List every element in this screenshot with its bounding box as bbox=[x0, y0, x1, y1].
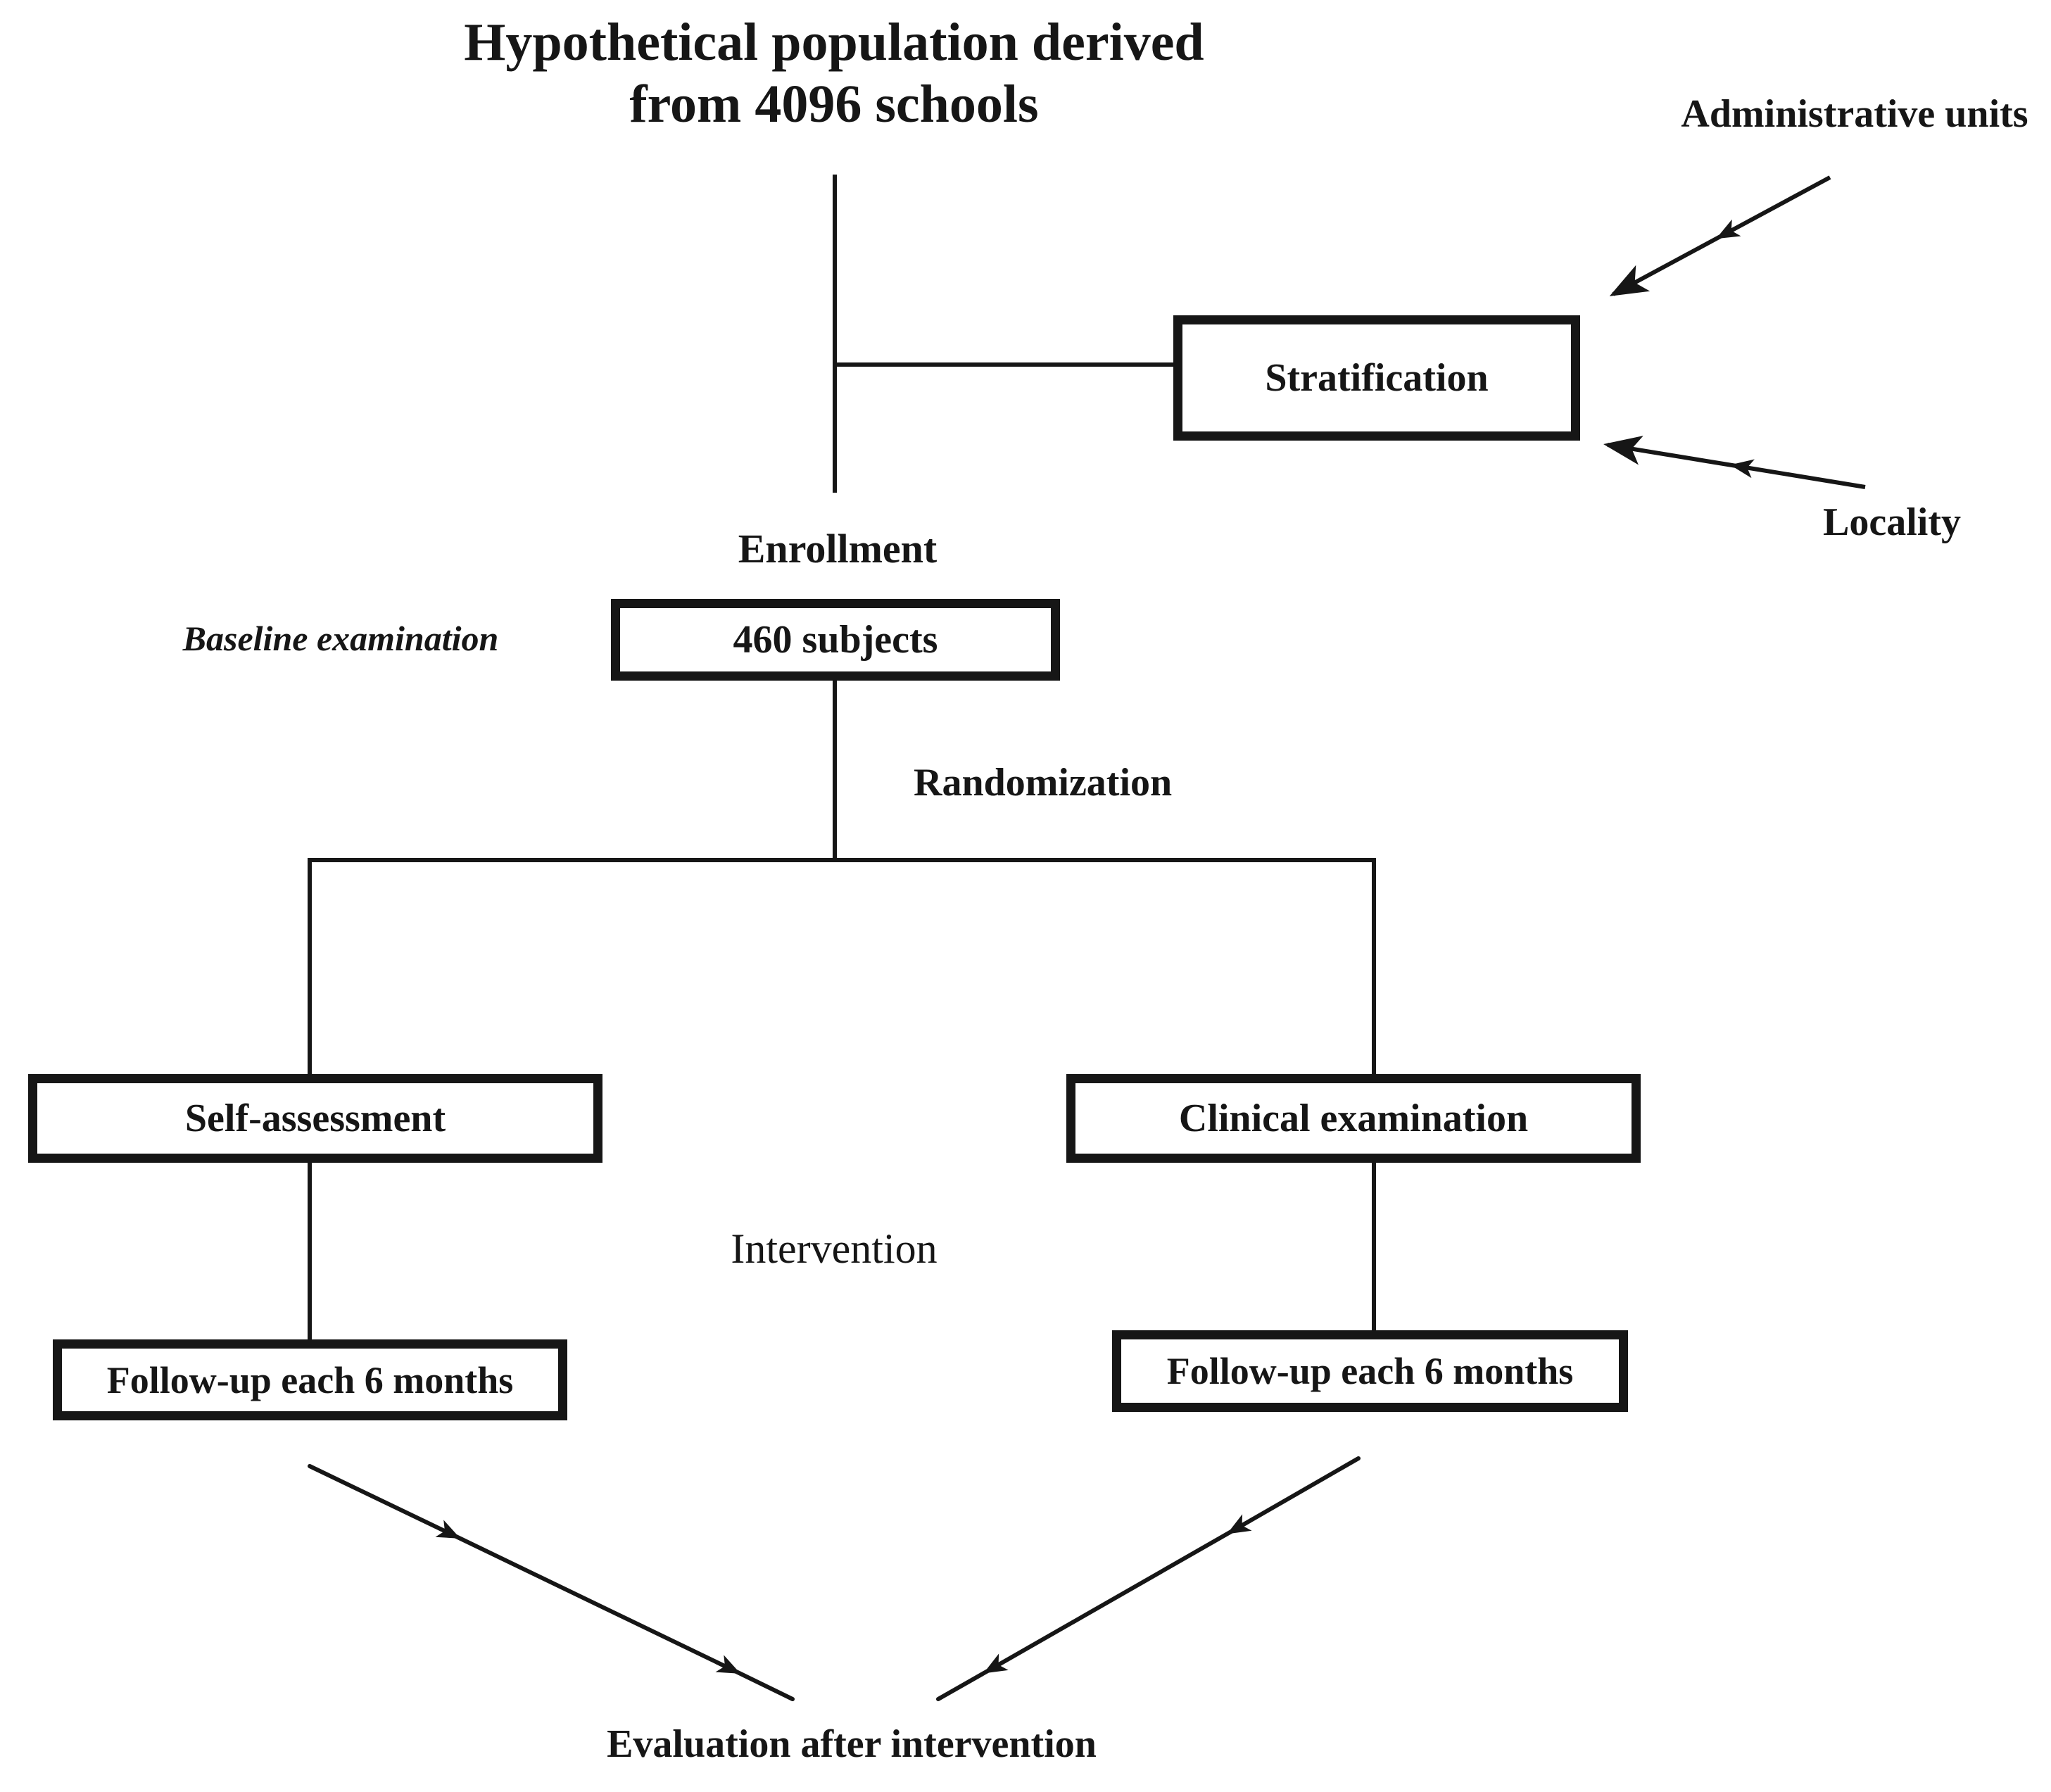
box-460-subjects: 460 subjects bbox=[611, 599, 1060, 681]
connector-randomization-split bbox=[308, 858, 1376, 1077]
box-clinical-examination-label: Clinical examination bbox=[1178, 1097, 1529, 1140]
box-followup-left: Follow-up each 6 months bbox=[53, 1339, 567, 1420]
diagram-title-line1: Hypothetical population derived bbox=[464, 13, 1204, 72]
diagram-title-line2: from 4096 schools bbox=[629, 75, 1039, 134]
label-intervention: Intervention bbox=[731, 1225, 938, 1272]
box-stratification: Stratification bbox=[1173, 315, 1580, 441]
label-baseline-examination: Baseline examination bbox=[182, 619, 499, 658]
box-self-assessment-label: Self-assessment bbox=[184, 1097, 446, 1140]
arrow-administrative-units-to-stratification bbox=[1609, 175, 1831, 296]
label-randomization: Randomization bbox=[914, 761, 1173, 804]
label-administrative-units: Administrative units bbox=[1681, 92, 2028, 136]
box-followup-right-label: Follow-up each 6 months bbox=[1166, 1350, 1574, 1392]
label-enrollment: Enrollment bbox=[738, 526, 938, 572]
label-locality: Locality bbox=[1823, 500, 1961, 544]
box-460-subjects-label: 460 subjects bbox=[733, 618, 938, 662]
box-self-assessment: Self-assessment bbox=[28, 1074, 602, 1163]
box-followup-left-label: Follow-up each 6 months bbox=[106, 1358, 514, 1401]
diagram-title: Hypothetical population derived from 409… bbox=[317, 11, 1351, 135]
arrow-locality-to-stratification bbox=[1603, 436, 1866, 489]
label-evaluation-after-intervention: Evaluation after intervention bbox=[607, 1722, 1097, 1766]
box-followup-right: Follow-up each 6 months bbox=[1112, 1330, 1628, 1412]
arrow-right-followup-to-evaluation bbox=[936, 1456, 1361, 1701]
box-stratification-label: Stratification bbox=[1265, 356, 1489, 400]
box-clinical-examination: Clinical examination bbox=[1066, 1074, 1641, 1163]
arrow-left-followup-to-evaluation bbox=[308, 1464, 795, 1701]
